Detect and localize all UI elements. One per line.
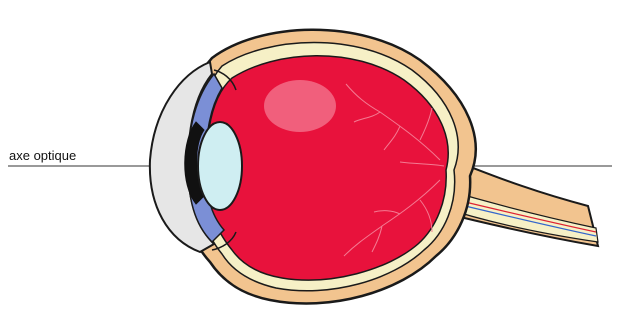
- optic-axis-label: axe optique: [9, 148, 76, 163]
- vitreous-highlight: [264, 80, 336, 132]
- lens: [198, 122, 242, 210]
